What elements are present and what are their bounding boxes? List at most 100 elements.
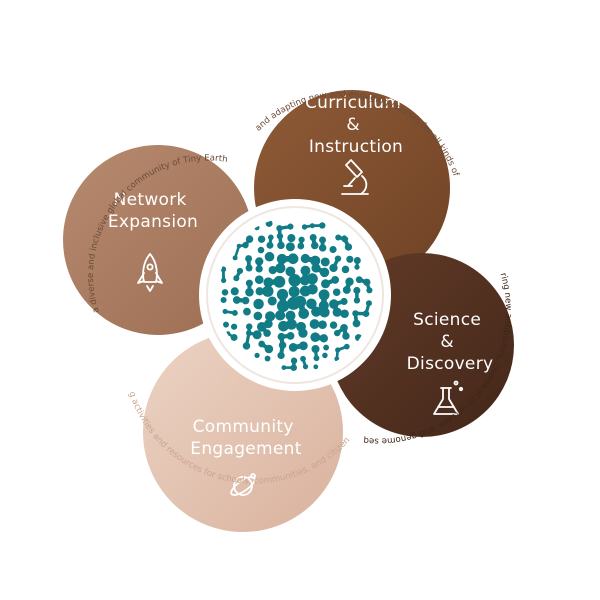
rocket-icon xyxy=(137,253,163,292)
microbe-dot xyxy=(329,299,339,309)
microbe-dot xyxy=(309,234,317,242)
microbe-dot xyxy=(353,286,361,294)
microbe-cluster-icon xyxy=(220,220,373,371)
microbe-dot xyxy=(253,311,263,321)
curriculum-title-line-1: Curriculum xyxy=(305,93,401,113)
microbe-dot xyxy=(263,319,273,329)
network-title-line-2: Expansion xyxy=(108,212,198,232)
microbe-dot xyxy=(264,355,271,362)
microbe-dot xyxy=(329,245,337,254)
microbe-dot xyxy=(276,225,283,232)
microbe-dot xyxy=(290,364,297,371)
microbe-dot xyxy=(230,287,239,296)
microbe-dot xyxy=(300,355,306,362)
microbe-dot xyxy=(319,334,329,343)
microbe-dot xyxy=(365,300,372,307)
microbe-dot xyxy=(352,319,361,328)
microbe-dot xyxy=(242,241,249,249)
microbe-dot xyxy=(290,357,298,364)
microbe-dot xyxy=(298,341,308,351)
microbe-dot xyxy=(332,307,342,317)
microbe-dot xyxy=(341,235,349,243)
microbe-dot xyxy=(245,235,254,243)
community-title-line-1: Community xyxy=(193,417,294,437)
microbe-dot xyxy=(331,276,340,284)
microbe-dot xyxy=(309,319,320,329)
microbe-dot xyxy=(258,340,266,348)
microbe-dot xyxy=(275,262,286,274)
network-expansion-title: Network Expansion xyxy=(108,190,198,232)
microbe-dot xyxy=(302,363,309,370)
microbe-dot xyxy=(322,352,328,359)
microbe-dot xyxy=(220,296,227,304)
microbe-dot xyxy=(287,234,296,243)
microbe-dot xyxy=(245,264,253,272)
curriculum-title-line-3: Instruction xyxy=(309,137,403,157)
microbe-dot xyxy=(242,342,251,350)
microbe-dot xyxy=(345,277,354,286)
microbe-dot xyxy=(277,351,285,360)
microbe-dot xyxy=(288,286,300,298)
microbe-dot xyxy=(276,253,288,265)
microbe-dot xyxy=(335,234,342,241)
microbe-dot xyxy=(277,332,286,341)
network-title-line-1: Network xyxy=(114,190,187,210)
microbe-dot xyxy=(245,330,252,336)
microbe-dot xyxy=(255,287,264,296)
microbe-dot xyxy=(355,276,363,284)
science-title-line-2: & xyxy=(440,332,454,352)
microbe-dot xyxy=(318,244,327,252)
globe-icon xyxy=(230,473,256,496)
microbe-dot xyxy=(287,253,299,265)
microbe-dot xyxy=(266,241,274,249)
microbe-dot xyxy=(286,331,295,340)
microbe-dot xyxy=(341,265,350,274)
microbe-dot xyxy=(257,235,266,243)
microbe-dot xyxy=(300,253,310,264)
microbe-dot xyxy=(241,296,250,305)
microbe-dot xyxy=(353,297,361,304)
microbe-dot xyxy=(233,275,240,282)
community-engagement-title: Community Engagement xyxy=(190,417,301,459)
microbe-dot xyxy=(285,242,295,252)
microbe-dot xyxy=(329,321,338,329)
community-title-line-2: Engagement xyxy=(190,439,301,459)
microbe-dot xyxy=(267,296,277,306)
microbe-dot xyxy=(343,343,350,350)
microbe-dot xyxy=(285,266,296,277)
microbe-dot xyxy=(277,241,285,250)
microbe-dot xyxy=(220,266,227,273)
microbe-dot xyxy=(245,279,253,287)
microbe-dot xyxy=(323,344,330,351)
microbe-dot xyxy=(319,222,326,229)
microbe-dot xyxy=(245,287,254,297)
microbe-dot xyxy=(262,285,274,297)
microbe-dot xyxy=(288,342,298,352)
microbe-dot xyxy=(298,236,305,243)
microbe-dot xyxy=(278,341,287,350)
microbe-dot xyxy=(301,224,308,230)
microbe-dot xyxy=(319,267,330,278)
microbe-dot xyxy=(311,344,320,354)
microbe-dot xyxy=(243,307,251,316)
microbe-dot xyxy=(276,299,290,313)
microbe-dot xyxy=(257,246,265,254)
microscope-icon xyxy=(341,159,369,195)
microbe-dot xyxy=(278,320,289,332)
microbe-dot xyxy=(252,330,262,340)
microbe-dot xyxy=(307,284,318,295)
microbe-dot xyxy=(352,310,359,317)
microbe-dot xyxy=(268,265,277,275)
microbe-dot xyxy=(230,334,238,341)
microbe-dot xyxy=(319,307,330,318)
flask-icon xyxy=(433,380,464,415)
microbe-dot xyxy=(254,352,260,359)
microbe-dot xyxy=(309,223,315,229)
microbe-dot xyxy=(310,332,321,342)
microbe-dot xyxy=(230,323,238,330)
microbe-dot xyxy=(334,329,341,337)
science-discovery-title: Science & Discovery xyxy=(407,310,494,374)
microbe-dot xyxy=(268,234,274,241)
microbe-dot xyxy=(306,298,317,310)
microbe-dot xyxy=(318,320,327,329)
